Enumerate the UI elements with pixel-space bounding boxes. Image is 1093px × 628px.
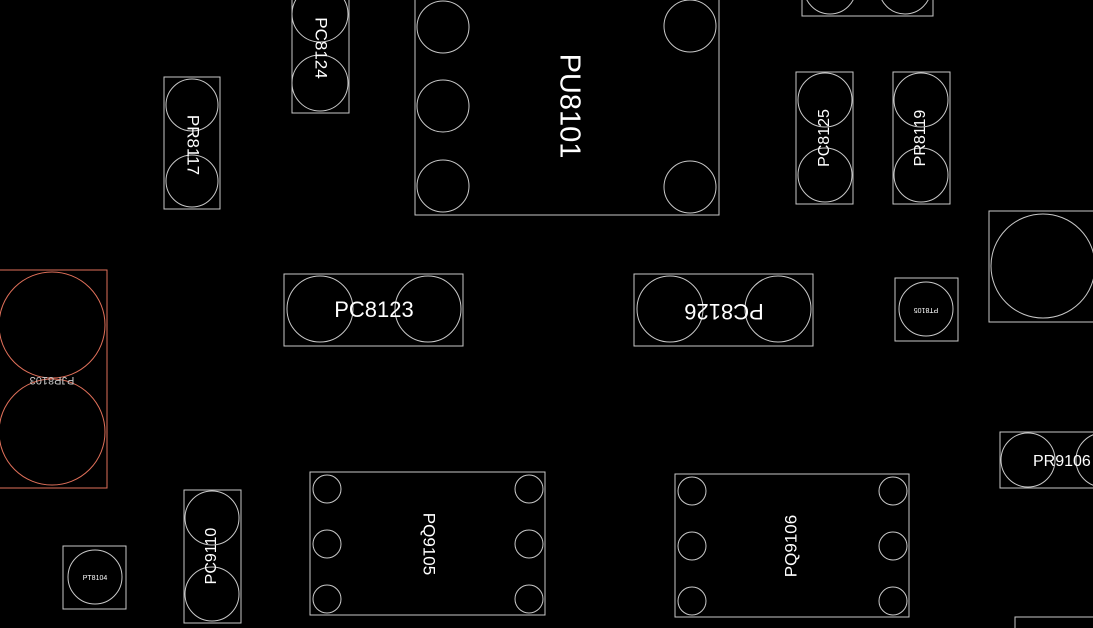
pq9105-pad-4 <box>514 474 544 504</box>
pt8105-label: PT8105 <box>914 306 939 313</box>
pc8125-pad-2 <box>797 147 853 203</box>
pc9110-pad-2 <box>184 566 240 622</box>
pu8101-outline <box>414 0 720 216</box>
pc9110-label: PC9110 <box>203 528 220 585</box>
component-pc8123[interactable]: PC8123 <box>283 273 464 347</box>
pq9106-outline <box>674 473 910 618</box>
bottom-partial-outline <box>1014 616 1093 628</box>
pr8119-outline <box>892 71 951 205</box>
component-pc8124[interactable]: PC8124 <box>291 0 350 114</box>
pu8101-pad-3 <box>416 159 470 213</box>
component-pu8101[interactable]: PU8101 <box>414 0 720 216</box>
component-pq9105[interactable]: PQ9105 <box>309 471 546 616</box>
pu8101-pad-2 <box>416 79 470 133</box>
pr8117-pad-1 <box>165 78 219 132</box>
pu8101-label: PU8101 <box>553 54 585 159</box>
pr9106-pad-1 <box>1000 432 1056 488</box>
pq9106-pad-4 <box>878 476 908 506</box>
pq9106-pad-6 <box>878 586 908 616</box>
pc8123-label: PC8123 <box>334 297 414 322</box>
pt8104-outline <box>62 545 127 610</box>
component-pr9106[interactable]: PR9106 <box>999 431 1093 489</box>
pr8117-pad-2 <box>165 154 219 208</box>
pq9105-label: PQ9105 <box>420 513 439 575</box>
right-partial-pad <box>990 213 1093 319</box>
pq9106-label: PQ9106 <box>781 515 800 577</box>
component-pt8104[interactable]: PT8104 <box>62 545 127 610</box>
pjp8103-label: PJP8103 <box>30 374 75 386</box>
pr8117-label: PR8117 <box>184 115 203 175</box>
pjp8103-pad-2 <box>0 378 106 486</box>
top-partial-pad-2 <box>881 0 929 15</box>
top-partial-outline <box>801 0 934 17</box>
pc8123-pad-1 <box>286 275 354 343</box>
pq9106-pad-2 <box>677 531 707 561</box>
pr9106-outline <box>999 431 1093 489</box>
pc8123-pad-2 <box>394 275 462 343</box>
pc8125-pad-1 <box>797 72 853 128</box>
component-pc8125[interactable]: PC8125 <box>795 71 854 205</box>
pc9110-pad-1 <box>184 490 240 546</box>
pt8104-label: PT8104 <box>83 575 108 582</box>
pq9106-pad-5 <box>878 531 908 561</box>
pq9105-pad-3 <box>312 584 342 614</box>
pt8104-pad <box>67 549 123 605</box>
component-pt8105[interactable]: PT8105 <box>894 277 959 342</box>
pc8126-pad-1 <box>636 275 704 343</box>
component-pr8117[interactable]: PR8117 <box>163 76 221 210</box>
pc8123-outline <box>283 273 464 347</box>
pc8124-outline <box>291 0 350 114</box>
pq9105-pad-2 <box>312 529 342 559</box>
pjp8103-outline <box>0 269 108 489</box>
pc8124-label: PC8124 <box>312 17 331 78</box>
component-pc8126[interactable]: PC8126 <box>633 273 814 347</box>
right-partial-outline <box>988 210 1093 323</box>
pr9106-label: PR9106 <box>1033 453 1091 470</box>
component-pjp8103[interactable]: PJP8103 <box>0 269 108 489</box>
pq9105-pad-6 <box>514 584 544 614</box>
pu8101-pad-4 <box>663 0 717 53</box>
pc8125-outline <box>795 71 854 205</box>
component-top-partial <box>801 0 934 17</box>
component-right-partial <box>988 210 1093 323</box>
component-pc9110[interactable]: PC9110 <box>183 489 242 624</box>
pr8119-pad-1 <box>893 72 949 128</box>
top-partial-pad-1 <box>806 0 854 15</box>
pu8101-pad-5 <box>663 160 717 214</box>
pt8105-pad <box>898 281 954 337</box>
pc8125-label: PC8125 <box>816 109 833 167</box>
pq9106-pad-3 <box>677 586 707 616</box>
pt8105-outline <box>894 277 959 342</box>
pq9106-pad-1 <box>677 476 707 506</box>
pr9106-pad-2 <box>1075 434 1093 486</box>
pc8124-pad-2 <box>291 54 349 112</box>
pc8124-pad-1 <box>291 0 349 43</box>
pc9110-outline <box>183 489 242 624</box>
pq9105-pad-5 <box>514 529 544 559</box>
pu8101-pad-1 <box>416 0 470 54</box>
pc8126-label: PC8126 <box>684 299 764 324</box>
pr8119-pad-2 <box>893 147 949 203</box>
pc8126-outline <box>633 273 814 347</box>
pq9105-pad-1 <box>312 474 342 504</box>
component-pq9106[interactable]: PQ9106 <box>674 473 910 618</box>
component-bottom-partial <box>1014 616 1093 628</box>
pjp8103-pad-1 <box>0 271 106 379</box>
pr8119-label: PR8119 <box>912 110 929 167</box>
pr8117-outline <box>163 76 221 210</box>
pq9105-outline <box>309 471 546 616</box>
pc8126-pad-2 <box>744 275 812 343</box>
component-pr8119[interactable]: PR8119 <box>892 71 951 205</box>
